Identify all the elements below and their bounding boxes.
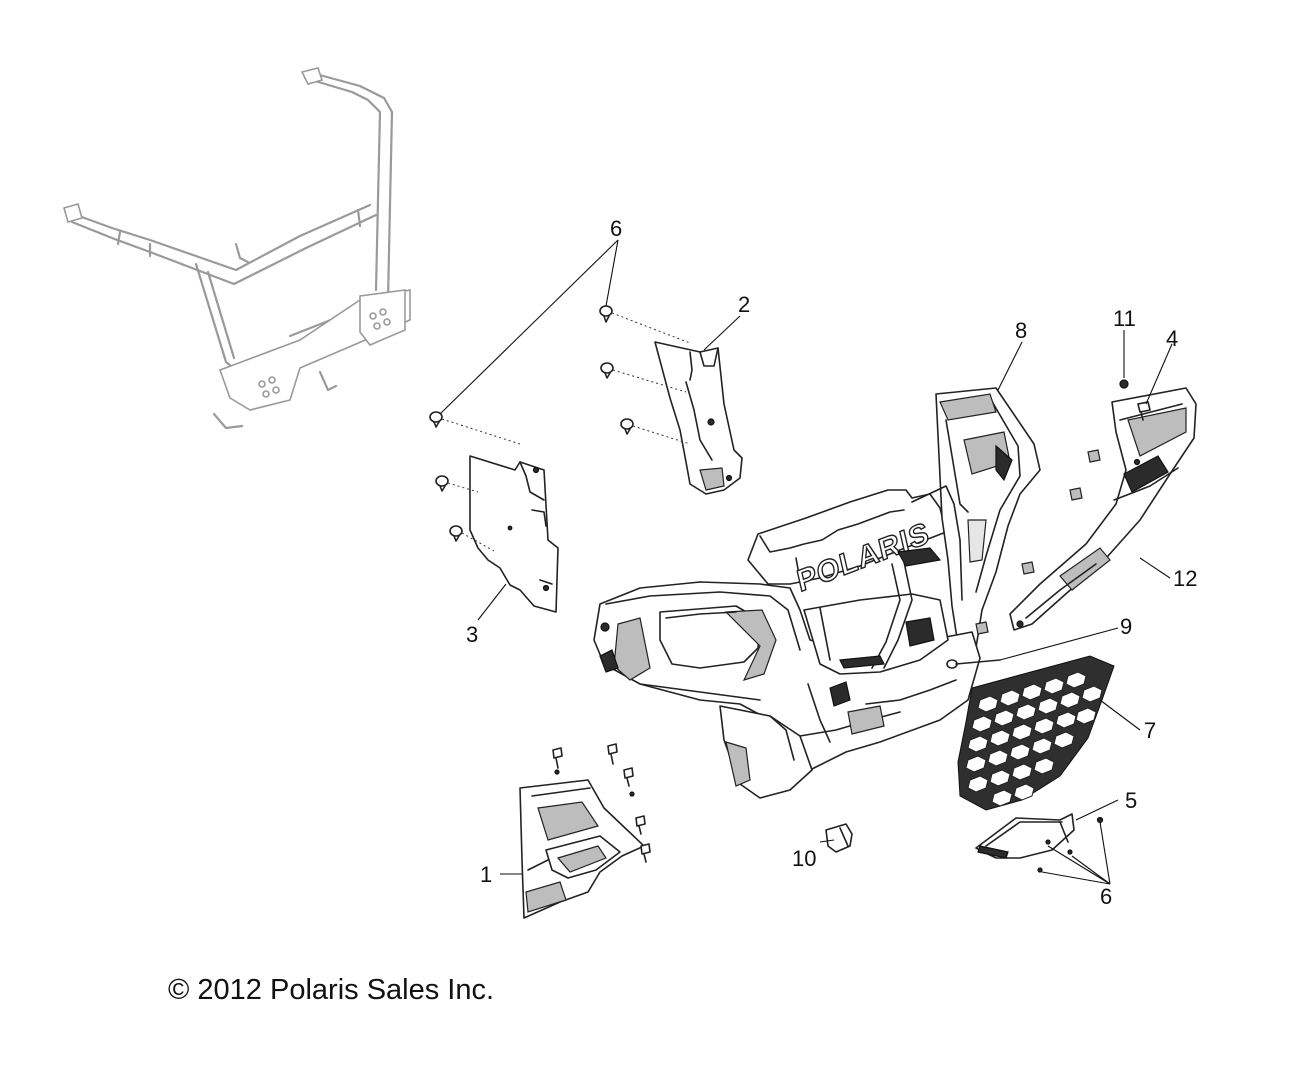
duct-fasteners [552,743,651,863]
callout-9: 9 [1120,614,1132,639]
callout-8: 8 [1015,318,1027,343]
frame-tube-assembly [63,67,411,430]
bolt [623,767,634,787]
leader-lines [439,239,1173,885]
bolt-4 [1137,401,1151,421]
bumper-side-trim [1009,387,1197,631]
callouts: 6 2 3 8 11 4 12 9 7 5 6 10 1 [466,216,1197,909]
callout-1: 1 [480,862,492,887]
callout-11: 11 [1113,306,1136,331]
bolt [607,743,618,765]
screws-panels [429,305,691,552]
nut-11 [1119,379,1129,389]
callout-6-bottom: 6 [1100,884,1112,909]
screw [429,411,443,428]
screw [620,418,634,435]
screw [600,362,614,379]
screw [435,475,449,492]
nut [975,621,989,635]
callout-5: 5 [1125,788,1137,813]
callout-2: 2 [738,292,750,317]
side-panel-right [654,341,743,495]
lower-air-duct [519,779,645,919]
bolt [552,747,563,769]
screw-9 [946,659,1001,669]
push-rivet-10 [825,823,853,853]
front-bumper: POLARIS [593,387,1041,799]
nut [1087,449,1101,463]
mesh-grille [957,655,1115,811]
nut [1021,561,1035,575]
bolt [640,843,651,863]
callout-6-top: 6 [610,216,622,241]
screw [449,525,463,542]
copyright-notice: © 2012 Polaris Sales Inc. [168,974,495,1006]
side-panel-left [469,455,559,613]
bumper-fasteners [825,379,1151,873]
callout-10: 10 [792,846,816,871]
lower-skid-plate [975,813,1075,859]
nut [1069,487,1083,501]
callout-4: 4 [1166,326,1178,351]
bolt [635,815,646,835]
skid-screws [1037,816,1104,873]
callout-7: 7 [1144,718,1156,743]
screw-top [599,305,613,323]
callout-12: 12 [1173,566,1197,591]
callout-3: 3 [466,622,478,647]
